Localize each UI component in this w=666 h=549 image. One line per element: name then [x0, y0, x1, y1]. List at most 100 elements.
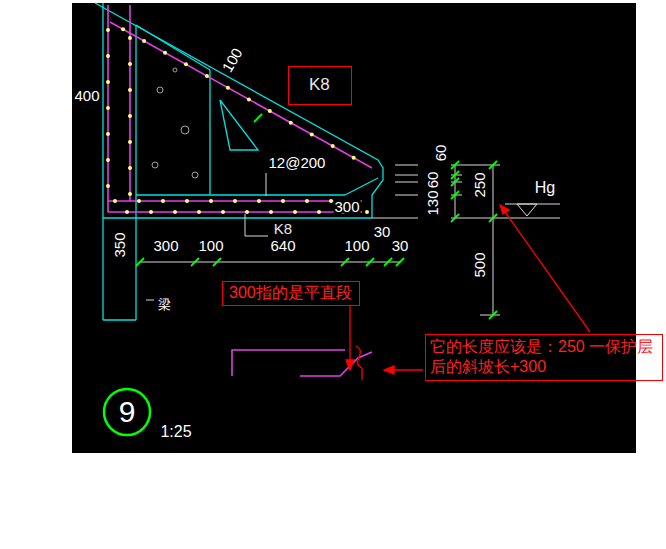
extension-line [395, 182, 418, 183]
slope-outline [95, 3, 383, 218]
dimension: 100 [219, 45, 246, 76]
slab-top [136, 194, 345, 195]
hatch-mark [157, 87, 163, 93]
rebar-dot [281, 199, 285, 203]
rebar-dot [106, 80, 110, 84]
dimension: 60 [425, 171, 440, 190]
dimension: 300 [152, 238, 179, 253]
arrowhead [346, 360, 354, 370]
rebar-dot [310, 132, 314, 136]
dimension: 350 [112, 231, 127, 258]
rebar-dot [106, 184, 110, 188]
rebar-dot [331, 144, 335, 148]
fill-line [136, 25, 210, 70]
extension-line [395, 195, 418, 196]
tick [489, 161, 497, 169]
rebar-detail [300, 352, 372, 376]
rebar-dot [289, 121, 293, 125]
rebar-dot [257, 199, 261, 203]
rebar-dot [113, 199, 117, 203]
hatch-mark [181, 126, 189, 134]
hatch-mark [173, 68, 177, 72]
tick [451, 161, 459, 169]
level-symbol [517, 204, 537, 216]
rebar-dot [245, 210, 249, 214]
rebar-dot [128, 140, 132, 144]
dimension: 100 [197, 238, 224, 253]
tick [384, 258, 392, 266]
arrowhead [384, 366, 394, 374]
rebar-dot [163, 51, 167, 55]
rebar-dot [209, 199, 213, 203]
rebar-dot [268, 109, 272, 113]
dimension: 30 [391, 238, 410, 253]
tick [341, 258, 349, 266]
circle-outline [104, 389, 150, 435]
rebar-dot [128, 88, 132, 92]
dimension: 300 [333, 199, 360, 214]
extension-lines [140, 165, 560, 315]
part-name: 梁 [157, 298, 172, 311]
dimension: 130 [425, 189, 440, 216]
wall-line [102, 3, 103, 320]
rebar-dot [128, 166, 132, 170]
rebar-dot [106, 28, 110, 32]
rebar-line [129, 5, 131, 201]
dimension-line [493, 165, 494, 315]
hatch-mark [192, 172, 198, 178]
dimension: 100 [343, 238, 370, 253]
slab-edge [345, 178, 378, 195]
rebar-dot [128, 36, 132, 40]
rebar-dot [106, 54, 110, 58]
rebar-dot [269, 210, 273, 214]
rebar-dot [128, 192, 132, 196]
tick [213, 258, 221, 266]
rebar-dot [128, 114, 132, 118]
rebar-dot [185, 199, 189, 203]
dimension-line [140, 262, 400, 263]
rebar-dot [128, 62, 132, 66]
note-box: 它的长度应该是：250 一保护层后的斜坡长+300 [425, 334, 663, 381]
rebar-dot [184, 62, 188, 66]
annotation-text: K8 [309, 74, 331, 95]
rebar-dot [233, 199, 237, 203]
rebar-line [110, 22, 372, 168]
rebar-dot [137, 199, 141, 203]
annotation-box: 300指的是平直段 [222, 281, 360, 306]
detail-number-circle: 9 [102, 387, 152, 437]
rebar-dot [197, 210, 201, 214]
tick [451, 171, 459, 179]
scale-label: 1:25 [159, 424, 192, 440]
arrowhead [500, 205, 509, 214]
rebar-dot [329, 199, 333, 203]
rebar-dot [205, 74, 209, 78]
dimension: 60 [433, 144, 448, 163]
level-mark: Hg [534, 180, 556, 196]
rebar [108, 5, 372, 376]
dimension: 30 [373, 224, 392, 239]
rebar-dot [293, 210, 297, 214]
dimension: 250 [472, 171, 487, 198]
fill-line [209, 70, 210, 195]
tick [489, 311, 497, 319]
rebar-dot [305, 199, 309, 203]
concrete-outline [95, 3, 383, 320]
rebar-dot [226, 86, 230, 90]
annotation-text: 300指的是平直段 [229, 283, 353, 303]
tick [489, 214, 497, 222]
ground-line [451, 218, 560, 219]
rebar-dot [365, 210, 369, 214]
annotation-text: 它的长度应该是：250 一保护层后的斜坡长+300 [430, 337, 658, 377]
rebar-dot [161, 199, 165, 203]
dimension: 400 [73, 88, 100, 103]
dimension: 500 [472, 251, 487, 278]
rebar-line [108, 211, 362, 213]
rebar-detail [232, 350, 345, 376]
rebar-dots [106, 27, 369, 214]
extension-line [395, 175, 418, 176]
rebar-dot [149, 210, 153, 214]
tick [191, 258, 199, 266]
extension-line [480, 315, 500, 316]
rebar-dot [106, 132, 110, 136]
tick [451, 191, 459, 199]
